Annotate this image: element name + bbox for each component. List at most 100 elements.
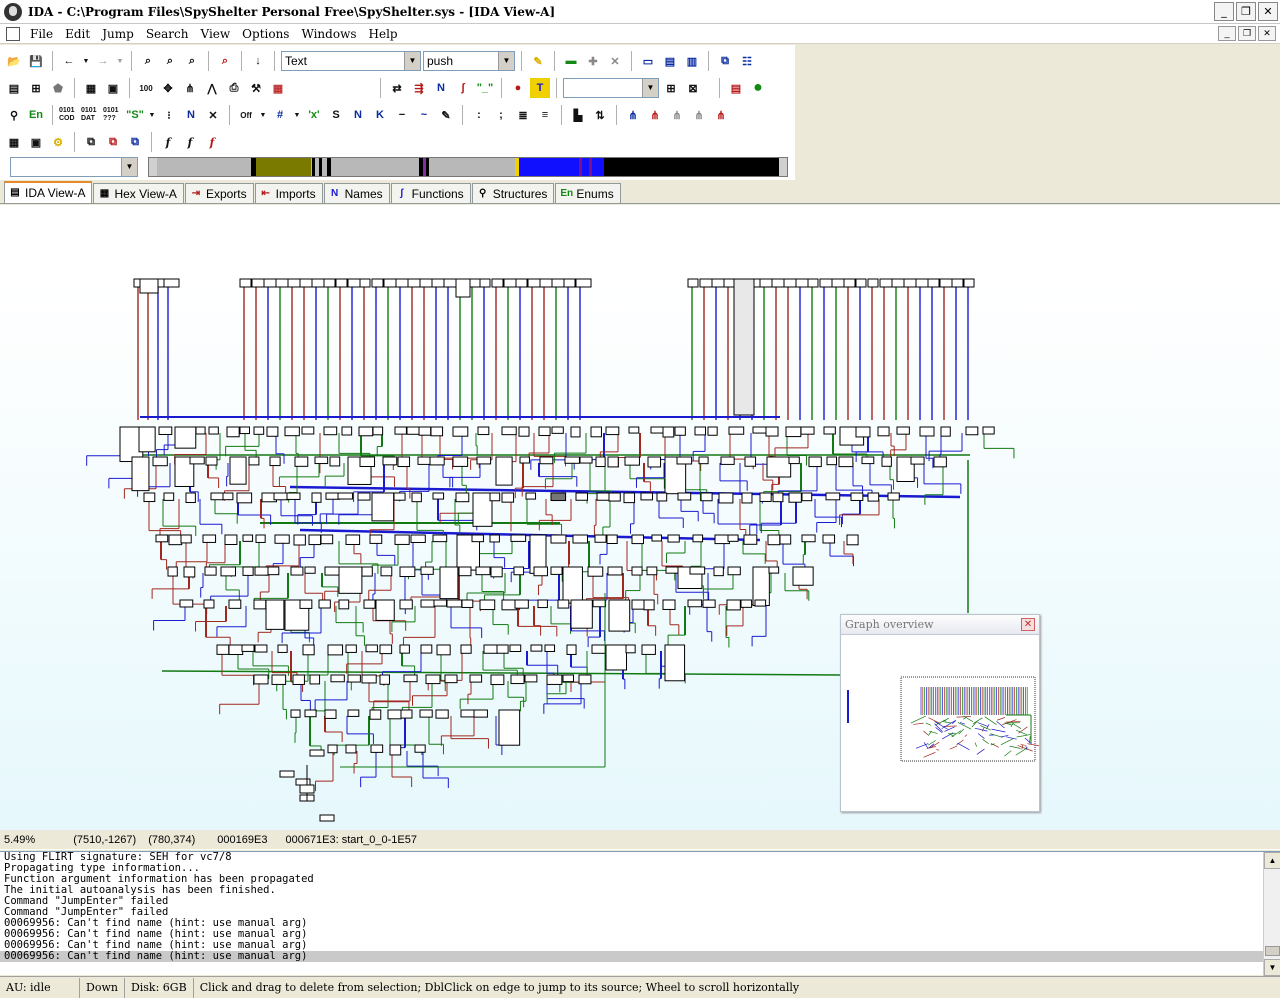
graph-node[interactable] — [767, 534, 781, 546]
graph-node[interactable] — [551, 426, 564, 434]
graph-node[interactable] — [417, 456, 433, 465]
graph-node[interactable] — [371, 492, 395, 522]
graph-node[interactable] — [361, 566, 373, 577]
compare-icon[interactable]: ⧉ — [109, 135, 117, 148]
jump-down-icon[interactable]: ↓ — [255, 55, 261, 67]
screenshot-icon[interactable]: ▣ — [30, 136, 42, 149]
graph-node[interactable] — [479, 278, 491, 288]
graph-node[interactable] — [311, 492, 322, 503]
graph-node[interactable] — [174, 456, 195, 487]
graph-node[interactable] — [461, 599, 474, 608]
graph-node[interactable] — [311, 278, 325, 288]
graph-node[interactable] — [379, 644, 393, 655]
tools-icon[interactable]: ⚒ — [251, 82, 261, 95]
chevron-down-icon[interactable]: ▼ — [498, 52, 514, 70]
graph-node[interactable] — [656, 492, 668, 502]
graph-node[interactable] — [887, 492, 900, 501]
graph-node[interactable] — [365, 644, 378, 653]
graph-node[interactable] — [624, 456, 640, 466]
graph-node[interactable] — [479, 599, 496, 611]
graph-node[interactable] — [643, 599, 655, 611]
function-f-icon[interactable]: f — [165, 135, 171, 149]
graph-node[interactable] — [699, 278, 713, 288]
graph-node[interactable] — [236, 492, 253, 504]
comment-colon-icon[interactable]: : — [477, 109, 481, 121]
graph-node[interactable] — [694, 426, 707, 436]
graph-node[interactable] — [304, 566, 316, 574]
graph-node[interactable] — [472, 492, 493, 527]
graph-node[interactable] — [476, 456, 492, 465]
graph-node[interactable] — [475, 566, 491, 576]
graph-node[interactable] — [363, 599, 376, 609]
graph-node[interactable] — [752, 426, 767, 434]
offset-icon[interactable]: Off — [240, 110, 252, 120]
navigation-combo[interactable]: ▼ — [10, 157, 138, 177]
scroll-up-icon[interactable]: ▲ — [1264, 852, 1280, 869]
menu-view[interactable]: View — [200, 26, 231, 41]
graph-node[interactable] — [397, 456, 411, 468]
graph-node[interactable] — [290, 709, 301, 718]
graph-node[interactable] — [358, 426, 374, 437]
graph-node[interactable] — [519, 456, 530, 464]
graph-node[interactable] — [606, 534, 618, 545]
graph-node[interactable] — [327, 744, 338, 754]
graph-node[interactable] — [455, 492, 470, 503]
graph-node[interactable] — [631, 566, 643, 576]
graph-node[interactable] — [189, 456, 205, 465]
graph-node[interactable] — [271, 674, 287, 685]
graph-node[interactable] — [204, 566, 217, 576]
code-icon[interactable]: 0101 COD — [59, 107, 75, 122]
array-icon[interactable]: ⁝ — [167, 109, 171, 122]
dropdown-icon[interactable]: ▼ — [148, 111, 156, 119]
graph-node[interactable] — [432, 534, 448, 543]
graph-node[interactable] — [768, 566, 780, 574]
graph-node[interactable] — [807, 278, 819, 288]
graph-node[interactable] — [265, 599, 285, 630]
graph-node[interactable] — [772, 492, 784, 503]
graph-node[interactable] — [538, 426, 551, 437]
graph-node[interactable] — [174, 426, 197, 449]
graph-node[interactable] — [550, 566, 563, 575]
graph-node[interactable] — [861, 456, 875, 465]
graph-node[interactable] — [846, 534, 859, 546]
graph-node[interactable] — [419, 709, 433, 718]
graph-node[interactable] — [242, 566, 254, 576]
graph-node[interactable] — [667, 534, 680, 543]
graph-node[interactable] — [587, 566, 604, 577]
graph-node[interactable] — [143, 492, 156, 503]
graph-node[interactable] — [329, 456, 341, 467]
graph-node[interactable] — [647, 456, 662, 468]
graph-node[interactable] — [826, 456, 838, 466]
close-button[interactable]: ✕ — [1258, 2, 1278, 21]
graph-node[interactable] — [168, 534, 183, 546]
graph-node[interactable] — [341, 426, 353, 436]
graph-node[interactable] — [881, 456, 892, 467]
graph-node[interactable] — [530, 644, 543, 652]
calculator-small-icon[interactable]: ▦ — [8, 136, 20, 149]
instruction-combo[interactable]: push ▼ — [423, 51, 515, 71]
graph-node[interactable] — [220, 566, 236, 577]
graph-node[interactable] — [446, 599, 463, 608]
graph-node[interactable] — [347, 709, 360, 717]
graph-node[interactable] — [435, 709, 449, 719]
scroll-thumb[interactable] — [1265, 946, 1280, 956]
graph-node[interactable] — [239, 426, 250, 435]
graph-node[interactable] — [277, 644, 288, 653]
graph-edge[interactable] — [161, 670, 841, 676]
binoculars-next-icon[interactable]: ⌕ — [166, 54, 174, 67]
graph-node[interactable] — [490, 674, 505, 686]
graph-node[interactable] — [228, 644, 244, 656]
graph-node[interactable] — [933, 456, 947, 468]
graph-node[interactable] — [345, 644, 357, 653]
graph-node[interactable] — [788, 456, 800, 465]
graph-node[interactable] — [394, 426, 407, 435]
graph-node[interactable] — [676, 456, 693, 465]
graph-node[interactable] — [785, 426, 802, 438]
graph-node[interactable] — [822, 534, 836, 544]
graph-node[interactable] — [302, 644, 315, 656]
graph-node[interactable] — [158, 426, 173, 435]
graph-node[interactable] — [896, 456, 915, 483]
graph-node[interactable] — [650, 426, 665, 434]
graph-node[interactable] — [389, 744, 402, 756]
